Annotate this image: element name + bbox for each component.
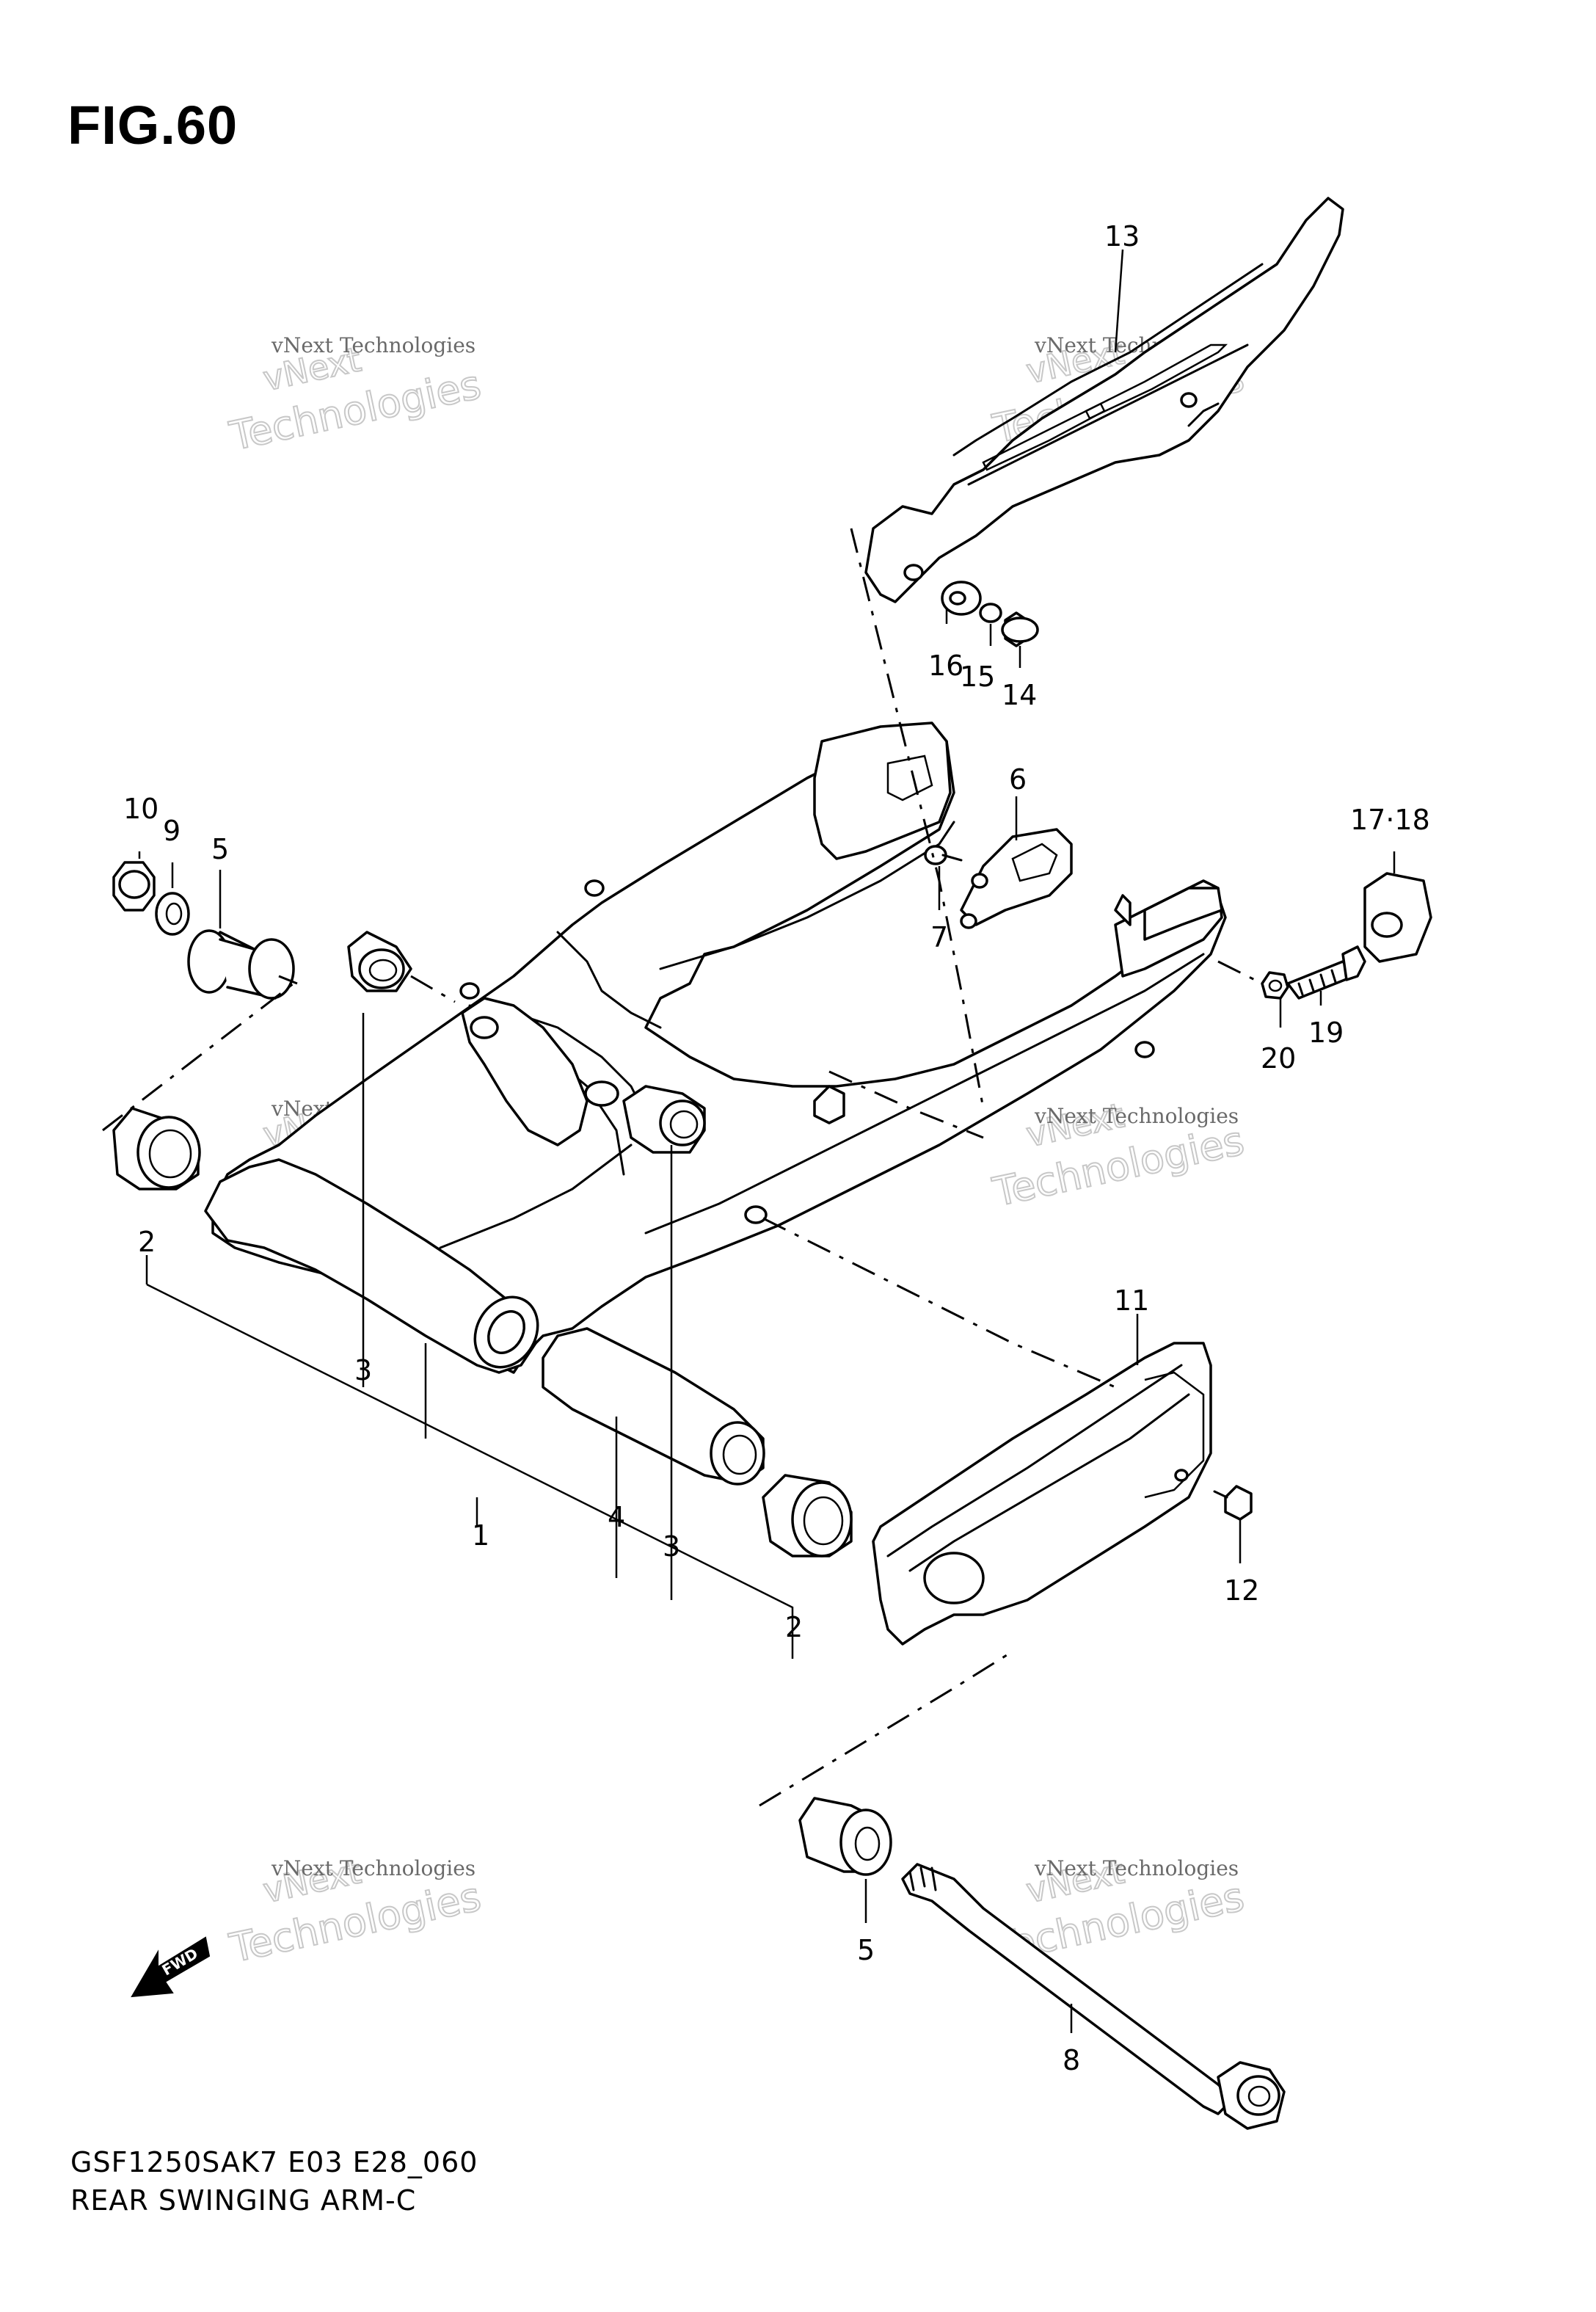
callout-2-left: 2 <box>138 1226 156 1258</box>
nut-10 <box>112 861 156 912</box>
bearing-3-lower <box>622 1085 706 1154</box>
diagram-name: REAR SWINGING ARM-C <box>70 2184 417 2217</box>
pivot-shaft-8 <box>901 1863 1286 2130</box>
callout-15: 15 <box>960 661 995 693</box>
callout-2-right: 2 <box>785 1611 803 1643</box>
callout-13: 13 <box>1104 220 1140 252</box>
callout-labels: 1 2 2 3 3 4 5 5 6 7 8 9 10 11 12 13 14 1… <box>123 220 1430 2076</box>
watermark-text-4: vNext Technologies <box>1034 1104 1239 1128</box>
bolt-7 <box>924 845 963 865</box>
bearing-3-upper <box>347 931 412 992</box>
callout-5-lower: 5 <box>857 1934 875 1966</box>
swing-arm-1 <box>204 721 1227 1374</box>
watermark-text-1: vNext Technologies <box>271 333 475 357</box>
callout-17-18: 17·18 <box>1350 804 1430 836</box>
callout-6: 6 <box>1009 763 1027 796</box>
callout-3-upper: 3 <box>354 1354 372 1386</box>
bolt-19 <box>1286 945 1366 1000</box>
callout-8: 8 <box>1063 2044 1080 2076</box>
callout-4: 4 <box>608 1501 625 1533</box>
callout-7: 7 <box>930 921 948 953</box>
callout-12: 12 <box>1224 1574 1259 1607</box>
callout-11: 11 <box>1114 1284 1149 1317</box>
callout-10: 10 <box>123 793 158 825</box>
callout-3-lower: 3 <box>663 1530 680 1563</box>
bolt-14 <box>1001 611 1039 647</box>
adjuster-17-18 <box>1363 872 1432 963</box>
bushing-5-lower <box>798 1797 892 1876</box>
callout-14: 14 <box>1002 679 1037 711</box>
leader-lines <box>138 249 1396 2033</box>
watermark-text-6: vNext Technologies <box>1034 1856 1239 1880</box>
callout-5-upper: 5 <box>211 833 229 865</box>
bearing-2-right <box>762 1474 853 1557</box>
callout-19: 19 <box>1308 1017 1344 1049</box>
callout-16: 16 <box>928 650 963 682</box>
chain-guide-11 <box>872 1342 1212 1646</box>
washer-9 <box>155 892 190 936</box>
spacer-pipe-4 <box>542 1327 765 1486</box>
bearing-2-left <box>112 1107 201 1190</box>
diagram-code: GSF1250SAK7 E03 E28_060 <box>70 2146 478 2178</box>
bolt-12 <box>1213 1485 1253 1521</box>
watermark-text-5: vNext Technologies <box>271 1856 475 1880</box>
bushing-5-upper <box>187 929 295 1000</box>
collar-15 <box>979 603 1002 623</box>
callout-20: 20 <box>1261 1042 1296 1075</box>
callout-1: 1 <box>472 1519 489 1552</box>
plate-6 <box>960 828 1073 929</box>
fwd-arrow-icon: FWD <box>131 1936 211 1998</box>
figure-title: FIG.60 <box>68 95 238 156</box>
callout-9: 9 <box>163 815 181 847</box>
nut-20 <box>1261 971 1289 1000</box>
chain-case-13 <box>864 197 1344 603</box>
washer-16 <box>941 581 982 616</box>
